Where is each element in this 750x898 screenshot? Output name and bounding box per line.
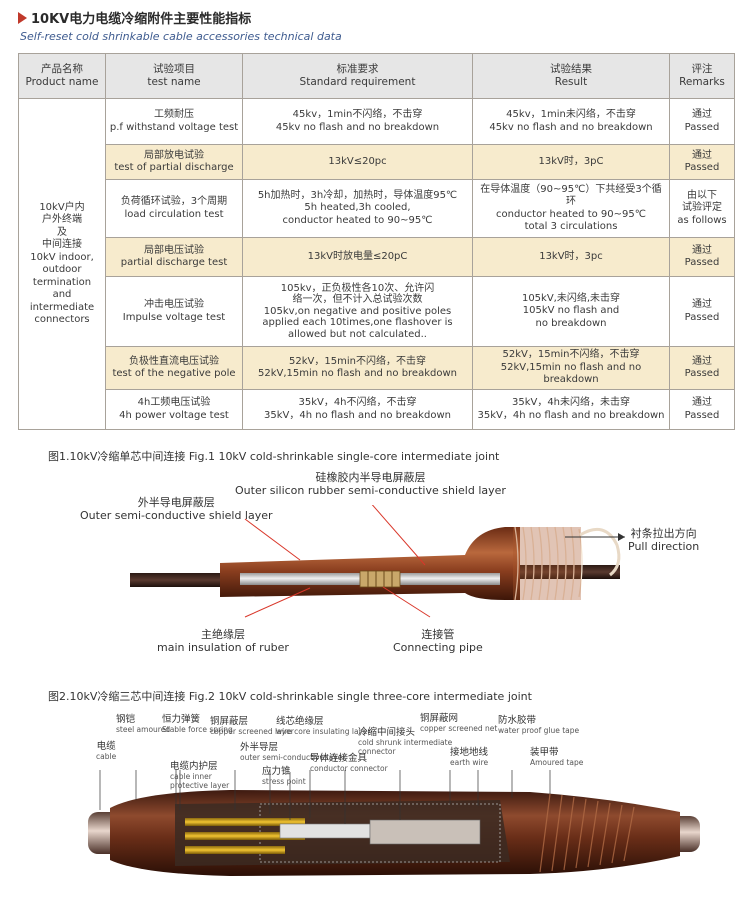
support-coil bbox=[514, 526, 583, 601]
pointer-lines bbox=[244, 505, 431, 618]
figure-2-drawing bbox=[88, 770, 700, 876]
page-subtitle: Self-reset cold shrinkable cable accesso… bbox=[20, 30, 342, 43]
triangle-bullet-icon bbox=[18, 11, 27, 24]
result-cell: 13kV时，3pc bbox=[472, 237, 670, 277]
result-cell: 13kV时，3pC bbox=[472, 144, 670, 180]
figure-1-caption: 图1.10kV冷缩单芯中间连接 Fig.1 10kV cold-shrinkab… bbox=[48, 450, 500, 463]
conductor-connector bbox=[279, 823, 371, 839]
core-3 bbox=[185, 846, 285, 854]
standard-cell: 13kV≤20pc bbox=[242, 144, 473, 180]
standard-cell: 13kV时放电量≤20pC bbox=[242, 237, 473, 277]
joint-body bbox=[220, 527, 520, 600]
page-header: 10KV电力电缆冷缩附件主要性能指标 Self-reset cold shrin… bbox=[18, 8, 342, 43]
leader-lines bbox=[99, 770, 551, 824]
page-title: 10KV电力电缆冷缩附件主要性能指标 bbox=[31, 12, 252, 27]
copper-net bbox=[259, 803, 501, 863]
pull-ribbon bbox=[579, 527, 621, 577]
armoured-tape-stripes bbox=[539, 793, 635, 873]
left-cable bbox=[130, 573, 225, 587]
core-1 bbox=[185, 818, 305, 826]
figure-1-drawing bbox=[130, 505, 625, 618]
core-2 bbox=[185, 832, 305, 840]
figure-2-caption: 图2.10kV冷缩三芯中间连接 Fig.2 10kV cold-shrinkab… bbox=[48, 690, 532, 703]
connecting-pipe bbox=[359, 570, 401, 588]
